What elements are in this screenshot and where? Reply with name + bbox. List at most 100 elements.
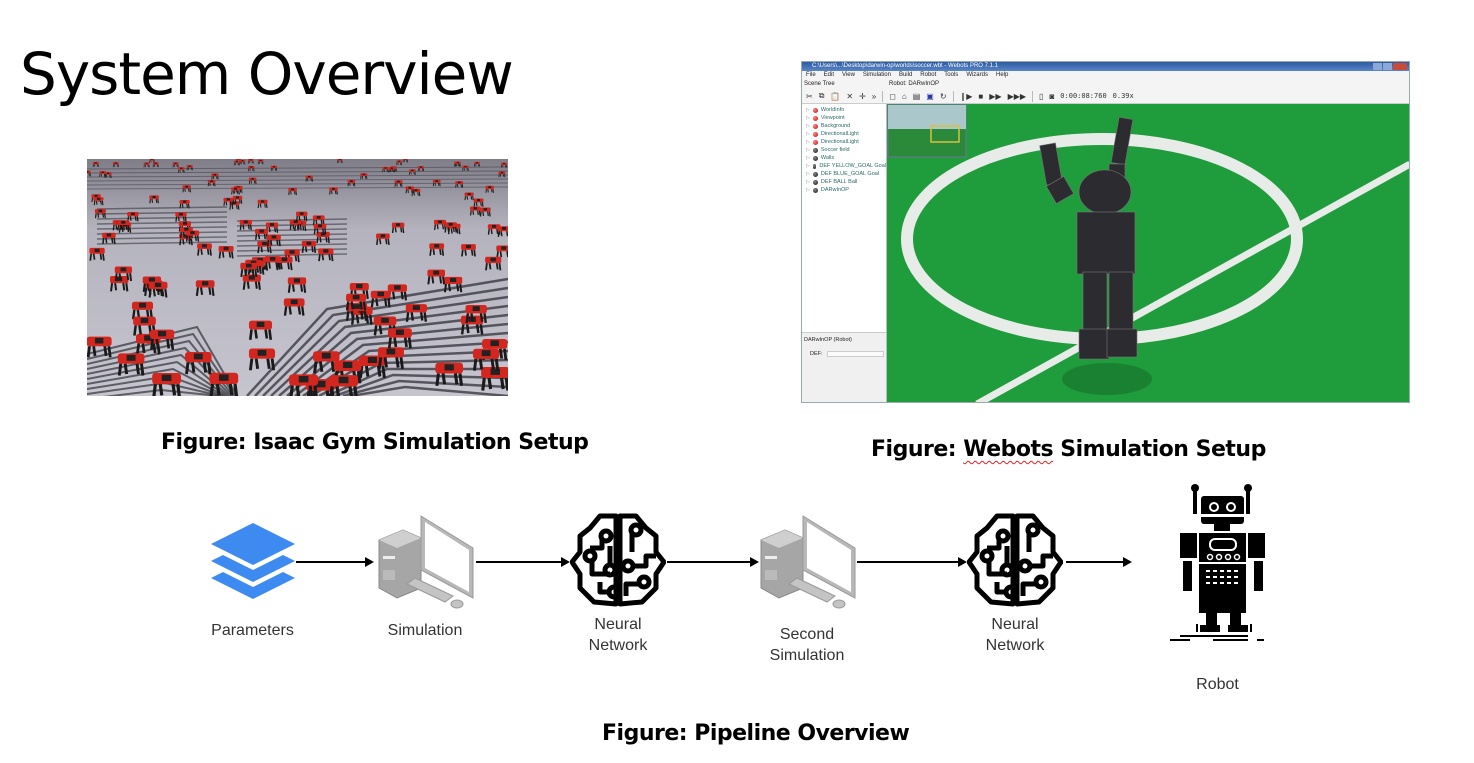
node-type-icon — [812, 107, 818, 113]
close-button[interactable] — [1393, 63, 1407, 70]
minimize-button[interactable] — [1373, 63, 1382, 70]
quadruped-robot — [195, 280, 215, 296]
expand-arrow-icon[interactable]: ▷ — [806, 179, 810, 185]
expand-arrow-icon[interactable]: ▷ — [806, 139, 810, 145]
menu-robot[interactable]: Robot — [920, 72, 937, 78]
quadruped-robot — [485, 185, 494, 193]
menu-tools[interactable]: Tools — [944, 72, 959, 78]
record-movie-icon[interactable]: ▯ — [1039, 91, 1044, 101]
screenshot-icon[interactable]: ◙ — [1049, 91, 1055, 101]
quadruped-robot — [148, 281, 168, 298]
node-neural-network-1: Neural Network — [563, 512, 673, 656]
arrow-nn-to-robot — [1066, 557, 1132, 567]
new-world-icon[interactable]: ◻ — [889, 91, 896, 101]
menu-file[interactable]: File — [806, 72, 816, 78]
quadruped-robot — [405, 304, 428, 322]
save-as-icon[interactable]: ▣ — [926, 91, 934, 101]
run-icon[interactable]: ▶▶ — [989, 91, 1002, 101]
expand-arrow-icon[interactable]: ▷ — [806, 187, 810, 193]
def-input[interactable] — [826, 351, 884, 357]
stop-icon[interactable]: ■ — [978, 91, 984, 101]
expand-arrow-icon[interactable]: ▷ — [806, 147, 810, 153]
scene-tree-item-label: DARwInOP — [820, 187, 849, 193]
expand-arrow-icon[interactable]: ▷ — [806, 131, 810, 137]
scene-tree-item[interactable]: ▷Soccer field — [802, 146, 886, 154]
scene-tree-item[interactable]: ▷ DEF BLUE_GOAL Goal — [802, 170, 886, 178]
quadruped-robot — [89, 247, 105, 261]
quadruped-robot — [376, 233, 390, 246]
menu-help[interactable]: Help — [995, 72, 1009, 78]
3d-view[interactable] — [887, 104, 1409, 402]
scene-tree-item[interactable]: ▷WorldInfo — [802, 106, 886, 114]
cut-icon[interactable]: ✂ — [806, 91, 813, 101]
expand-arrow-icon[interactable]: ▷ — [806, 123, 810, 129]
quadruped-robot — [135, 333, 161, 355]
fast-icon[interactable]: ▶▶▶ — [1007, 91, 1027, 101]
expand-arrow-icon[interactable]: ▷ — [806, 163, 810, 169]
quadruped-robot — [231, 187, 240, 195]
quadruped-robot — [474, 161, 480, 167]
scene-tree-item-label: DEF YELLOW_GOAL Goal — [819, 163, 886, 169]
scene-tree-item-label: DEF BLUE_GOAL Goal — [820, 171, 880, 177]
paste-icon[interactable]: 📋 — [830, 91, 841, 101]
quadruped-robot — [255, 228, 269, 240]
reload-icon[interactable]: ↻ — [939, 91, 947, 101]
scene-tree-item-label: DirectionalLight — [820, 131, 859, 137]
quadruped-robot — [289, 374, 319, 396]
menu-view[interactable]: View — [842, 72, 855, 78]
expand-arrow-icon[interactable]: ▷ — [806, 107, 810, 113]
quadruped-robot — [370, 290, 391, 308]
step-icon[interactable]: ❙▶ — [959, 91, 973, 101]
expand-arrow-icon[interactable]: ▷ — [806, 171, 810, 177]
node-robot: Robot — [1160, 482, 1275, 695]
quadruped-robot — [248, 166, 255, 172]
quadruped-robot — [114, 266, 133, 282]
quadruped-robot — [112, 162, 119, 168]
menu-wizards[interactable]: Wizards — [966, 72, 988, 78]
add-node-icon[interactable]: ✛ — [859, 91, 866, 101]
misspelled-word[interactable]: Webots — [963, 437, 1054, 462]
quadruped-robot — [248, 177, 257, 184]
scene-tree-item[interactable]: ▷Viewpoint — [802, 114, 886, 122]
expand-arrow-icon[interactable]: ▷ — [806, 155, 810, 161]
quadruped-robot — [117, 220, 130, 231]
quadruped-robot — [382, 166, 389, 173]
quadruped-robot — [472, 348, 500, 371]
quadruped-robot — [481, 367, 508, 391]
node-label: Parameters — [211, 622, 294, 639]
quadruped-robot — [289, 219, 302, 230]
menu-simulation[interactable]: Simulation — [862, 72, 891, 78]
window-title: C:\Users\...\Desktop\darwin-op\worlds\so… — [812, 63, 998, 69]
menu-edit[interactable]: Edit — [823, 72, 835, 78]
scene-tree-item-label: Background — [820, 123, 851, 129]
delete-icon[interactable]: ✕ — [846, 91, 854, 101]
more-icon[interactable]: » — [871, 91, 877, 101]
properties-title: DARwInOP (Robot) — [804, 337, 852, 343]
scene-tree-item[interactable]: ▷ DARwInOP — [802, 186, 886, 194]
scene-tree-item[interactable]: ▷DEF BALL Ball — [802, 178, 886, 186]
scene-tree-item[interactable]: ▷Walls — [802, 154, 886, 162]
quadruped-robot — [270, 165, 278, 171]
expand-arrow-icon[interactable]: ▷ — [806, 115, 810, 121]
quadruped-robot — [93, 197, 104, 206]
quadruped-robot — [347, 179, 356, 187]
caption-prefix: Figure: — [871, 437, 964, 462]
scene-tree-item[interactable]: ▷ DEF YELLOW_GOAL Goal — [802, 162, 886, 170]
quadruped-robot — [248, 348, 276, 371]
copy-icon[interactable]: ⧉ — [818, 91, 825, 100]
circuit-brain-icon — [967, 513, 1063, 607]
quadruped-robot — [233, 160, 240, 166]
scene-tree-item[interactable]: ▷DirectionalLight — [802, 138, 886, 146]
save-icon[interactable]: ▤ — [912, 91, 921, 101]
quadruped-robot — [87, 336, 112, 358]
quadruped-robot — [296, 211, 308, 222]
open-world-icon[interactable]: ⌂ — [901, 91, 907, 101]
scene-tree-item[interactable]: ▷ DirectionalLight — [802, 130, 886, 138]
quadruped-robot — [211, 173, 219, 180]
scene-tree-item[interactable]: ▷ Background — [802, 122, 886, 130]
menu-build[interactable]: Build — [898, 72, 913, 78]
node-simulation: Simulation — [370, 510, 480, 641]
quadruped-robot — [143, 162, 150, 168]
maximize-button[interactable] — [1383, 63, 1392, 70]
pipeline-caption: Figure: Pipeline Overview — [602, 721, 910, 746]
